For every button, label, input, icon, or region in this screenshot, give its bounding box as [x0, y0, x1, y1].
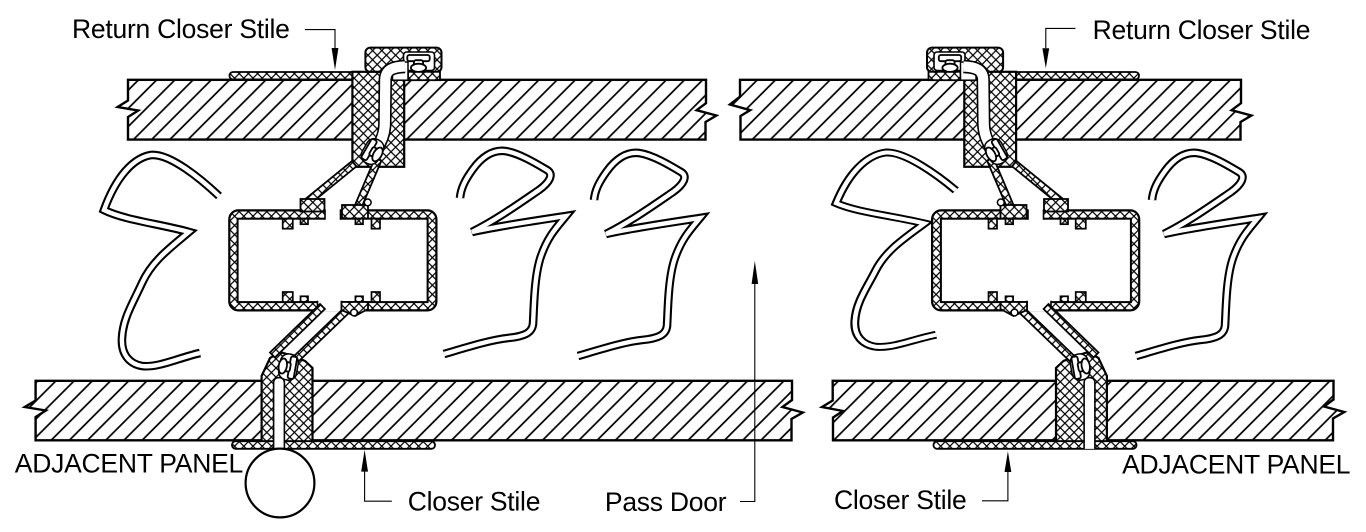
svg-text:Closer Stile: Closer Stile — [408, 486, 541, 516]
svg-text:Pass Door: Pass Door — [605, 487, 727, 517]
svg-text:ADJACENT PANEL: ADJACENT PANEL — [15, 448, 243, 478]
svg-text:Return Closer Stile: Return Closer Stile — [1093, 15, 1311, 45]
svg-text:ADJACENT PANEL: ADJACENT PANEL — [1122, 450, 1350, 480]
svg-text:Closer Stile: Closer Stile — [834, 485, 967, 515]
svg-text:Return Closer Stile: Return Closer Stile — [72, 14, 290, 44]
